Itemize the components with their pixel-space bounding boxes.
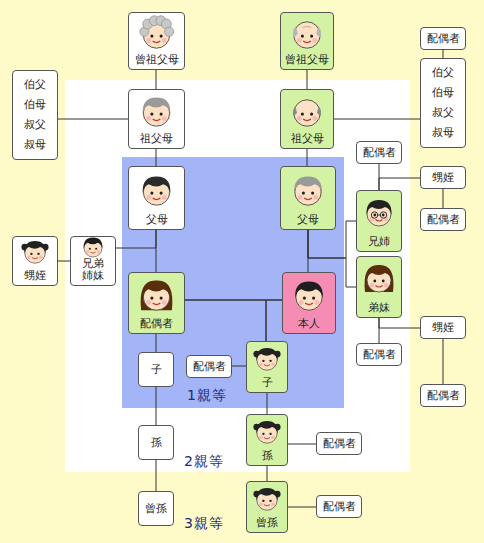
person-box: 曾祖父母 bbox=[128, 12, 185, 70]
person-box: 子 bbox=[138, 352, 174, 387]
person-box: 配偶者 bbox=[316, 432, 362, 455]
kinship-line bbox=[307, 70, 308, 89]
person-label: 甥姪 bbox=[13, 269, 57, 282]
person-box: 曾孫 bbox=[246, 481, 288, 533]
person-label: 祖父母 bbox=[129, 132, 184, 145]
person-box: 配偶者 bbox=[420, 384, 466, 407]
kinship-line bbox=[379, 178, 420, 190]
kinship-line bbox=[379, 318, 420, 328]
person-box: 甥姪 bbox=[12, 236, 58, 286]
person-label: 配偶者 bbox=[323, 500, 356, 513]
person-box: 配偶者 bbox=[128, 272, 185, 334]
person-box: 配偶者 bbox=[356, 343, 402, 366]
person-label: 父母 bbox=[129, 213, 184, 226]
person-label: 甥姪 bbox=[432, 171, 454, 184]
person-box: 配偶者 bbox=[420, 208, 466, 231]
person-box: 配偶者 bbox=[316, 495, 362, 518]
person-label: 兄弟姉妹 bbox=[81, 258, 105, 282]
second-degree-area bbox=[65, 80, 410, 472]
person-label: 配偶者 bbox=[427, 213, 460, 226]
person-label: 孫 bbox=[247, 449, 287, 462]
person-label: 配偶者 bbox=[427, 32, 460, 45]
kinship-line bbox=[266, 300, 282, 341]
kinship-line bbox=[443, 189, 444, 208]
person-label: 子 bbox=[247, 376, 287, 389]
person-box: 甥姪 bbox=[420, 166, 466, 189]
kinship-line bbox=[288, 507, 316, 508]
person-label: 孫 bbox=[151, 436, 162, 449]
person-box: 孫 bbox=[138, 425, 174, 460]
first-degree-area bbox=[122, 157, 344, 408]
person-label: 兄姉 bbox=[357, 235, 401, 248]
person-box: 伯父 伯母 叔父 叔母 bbox=[12, 70, 58, 160]
degree-label: 1親等 bbox=[187, 387, 227, 403]
person-label: 配偶者 bbox=[427, 389, 460, 402]
person-label: 配偶者 bbox=[193, 360, 226, 373]
person-label: 曾孫 bbox=[145, 502, 167, 515]
person-box: 父母 bbox=[280, 166, 336, 230]
kinship-line bbox=[156, 149, 157, 166]
person-label: 甥姪 bbox=[432, 321, 454, 334]
person-label: 配偶者 bbox=[363, 348, 396, 361]
person-box: 配偶者 bbox=[420, 27, 466, 50]
person-label: 祖父母 bbox=[281, 132, 333, 145]
kinship-line bbox=[334, 119, 420, 120]
kinship-line bbox=[288, 444, 316, 445]
kinship-line bbox=[443, 339, 444, 384]
person-label: 伯父 伯母 叔父 叔母 bbox=[430, 63, 456, 143]
kinship-line bbox=[156, 70, 157, 89]
person-box: 曾孫 bbox=[138, 491, 174, 526]
person-label: 本人 bbox=[283, 317, 335, 330]
person-box: 伯父 伯母 叔父 叔母 bbox=[420, 58, 466, 148]
person-box: 兄姉 bbox=[356, 190, 402, 252]
face-illustration bbox=[21, 16, 393, 510]
person-box: 甥姪 bbox=[420, 316, 466, 339]
degree-label: 2親等 bbox=[184, 453, 224, 469]
kinship-line bbox=[267, 393, 268, 414]
person-label: 子 bbox=[151, 363, 162, 376]
degree-label: 3親等 bbox=[184, 515, 224, 531]
person-label: 配偶者 bbox=[129, 317, 184, 330]
kinship-line bbox=[116, 230, 156, 248]
person-label: 弟妹 bbox=[357, 301, 401, 314]
person-box: 父母 bbox=[128, 166, 185, 230]
person-box: 祖父母 bbox=[280, 89, 334, 149]
kinship-line bbox=[58, 261, 70, 262]
person-label: 曾祖父母 bbox=[129, 53, 184, 66]
kinship-line bbox=[156, 387, 157, 425]
kinship-line bbox=[156, 460, 157, 491]
kinship-line bbox=[185, 300, 266, 341]
person-box: 本人 bbox=[282, 272, 336, 334]
person-box: 兄弟姉妹 bbox=[70, 236, 116, 286]
person-label: 伯父 伯母 叔父 叔母 bbox=[22, 75, 48, 155]
person-box: 弟妹 bbox=[356, 256, 402, 318]
person-box: 孫 bbox=[246, 414, 288, 466]
person-box: 配偶者 bbox=[356, 141, 402, 164]
person-box: 曾祖父母 bbox=[280, 12, 334, 70]
person-box: 子 bbox=[246, 341, 288, 393]
person-box: 祖父母 bbox=[128, 89, 185, 149]
person-label: 曾孫 bbox=[247, 516, 287, 529]
kinship-line bbox=[307, 149, 308, 166]
person-label: 父母 bbox=[281, 213, 335, 226]
person-label: 配偶者 bbox=[323, 437, 356, 450]
kinship-line bbox=[443, 50, 444, 58]
person-box: 配偶者 bbox=[186, 355, 232, 378]
kinship-line bbox=[58, 119, 128, 120]
person-label: 曾祖父母 bbox=[281, 53, 333, 66]
person-label: 配偶者 bbox=[363, 146, 396, 159]
kinship-line bbox=[156, 334, 157, 352]
kinship-line bbox=[267, 466, 268, 481]
kinship-line bbox=[232, 366, 246, 367]
